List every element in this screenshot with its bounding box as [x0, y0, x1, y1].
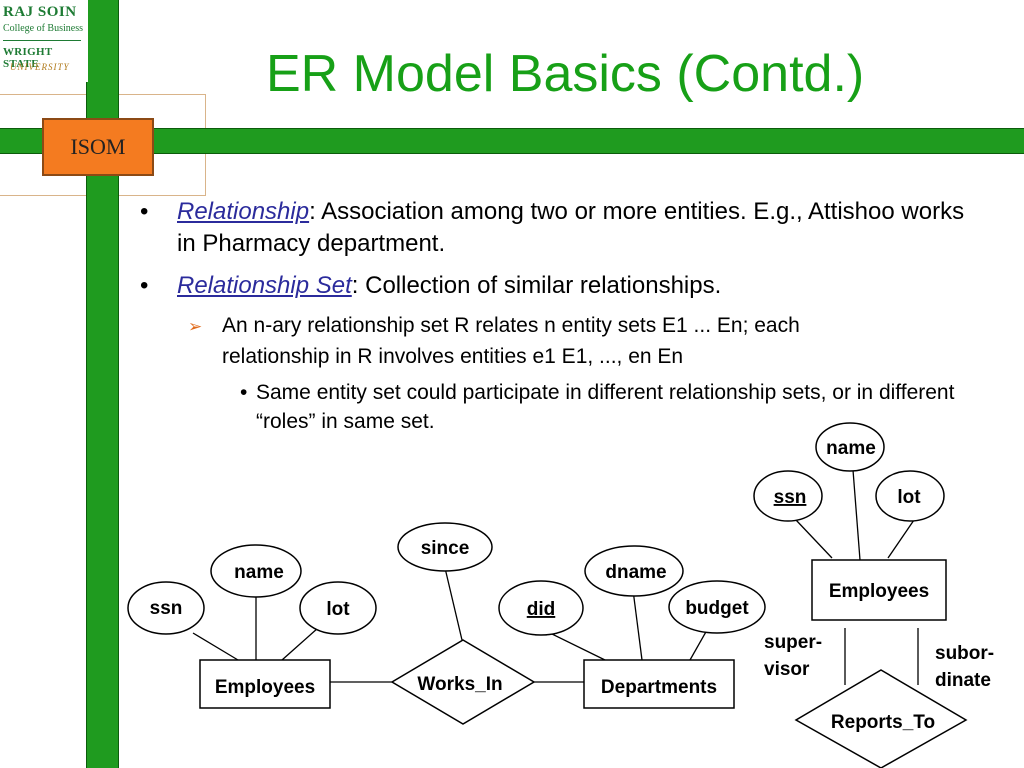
diagram-connector-lines [192, 469, 919, 685]
label-subordinate-2: dinate [935, 670, 991, 691]
attr-since-ellipse [397, 522, 493, 572]
label-departments: Departments [601, 677, 717, 698]
logo-line-1: RAJ SOIN [3, 4, 77, 20]
label-ssn2: ssn [774, 487, 807, 508]
line-since-worksin [444, 567, 463, 641]
sub-sub-bullet-text: Same entity set could participate in dif… [256, 381, 955, 433]
label-name: name [234, 562, 284, 583]
label-budget: budget [685, 598, 749, 619]
entity-departments-box [583, 659, 735, 709]
logo-line-2: College of Business [3, 23, 83, 34]
line-dname-departments [632, 589, 643, 661]
bullet-marker: • [140, 272, 149, 299]
label-name2: name [826, 438, 876, 459]
relationship-worksin-diamond [390, 639, 536, 725]
label-worksin: Works_In [417, 674, 502, 695]
label-employees2: Employees [829, 581, 929, 602]
attr-lot2-ellipse [875, 470, 945, 522]
label-did: did [527, 599, 556, 620]
attr-ssn-ellipse [127, 581, 205, 635]
attr-dname-ellipse [584, 545, 684, 597]
attr-budget-ellipse [668, 580, 766, 634]
sub-bullet-line-2: relationship in R involves entities e1 E… [222, 345, 684, 368]
diagram-labels: ssn name lot Employees Works_In since di… [150, 438, 994, 733]
label-reportsto: Reports_To [831, 712, 935, 733]
arrow-bullet-icon: ➢ [188, 317, 203, 336]
attr-name2-ellipse [815, 422, 885, 472]
term-relationship: Relationship [177, 198, 310, 225]
attr-did-ellipse [498, 580, 584, 636]
bullet-marker: • [240, 381, 248, 404]
diagram-shapes [127, 422, 968, 768]
line-ssn-employees [192, 632, 239, 661]
logo-rule [3, 40, 81, 41]
label-supervisor-1: super- [764, 632, 822, 653]
label-ssn: ssn [150, 598, 183, 619]
bullet-body: : Collection of similar relationships. [351, 272, 722, 299]
horizontal-green-bar [0, 128, 1024, 154]
label-subordinate-1: subor- [935, 643, 994, 664]
attr-name-ellipse [210, 544, 302, 598]
bullet-body: : Association among two or more entities… [177, 198, 965, 257]
bullet-text: Relationship Set: Collection of similar … [177, 270, 967, 302]
entity-employees-box [199, 659, 331, 709]
label-dname: dname [605, 562, 666, 583]
bullet-marker: • [140, 198, 149, 225]
sub-bullet-text: An n-ary relationship set R relates n en… [222, 310, 942, 372]
bullet-text: Relationship: Association among two or m… [177, 196, 967, 260]
line-budget-departments [689, 629, 708, 661]
line-ssn2-employees2 [795, 519, 833, 559]
line-lot-employees [281, 627, 319, 661]
slide-title: ER Model Basics (Contd.) [266, 45, 865, 103]
relationship-reportsto-diamond [794, 669, 968, 768]
isom-badge: ISOM [42, 118, 154, 176]
entity-employees2-box [811, 559, 947, 621]
term-relationship-set: Relationship Set [177, 272, 352, 299]
line-lot2-employees2 [887, 519, 915, 559]
line-did-departments [551, 633, 606, 661]
label-lot2: lot [897, 487, 921, 508]
label-lot: lot [326, 599, 350, 620]
line-name2-employees2 [852, 469, 861, 561]
label-employees: Employees [215, 677, 315, 698]
attr-ssn2-ellipse [753, 470, 823, 522]
label-since: since [421, 538, 470, 559]
attr-lot-ellipse [299, 581, 377, 635]
sub-bullet-line-1: An n-ary relationship set R relates n en… [222, 314, 800, 337]
logo-line-3: WRIGHT STATE [3, 46, 53, 70]
university-logo: RAJ SOIN College of Business WRIGHT STAT… [0, 0, 88, 82]
label-supervisor-2: visor [764, 659, 810, 680]
logo-line-4: UNIVERSITY [10, 62, 70, 72]
